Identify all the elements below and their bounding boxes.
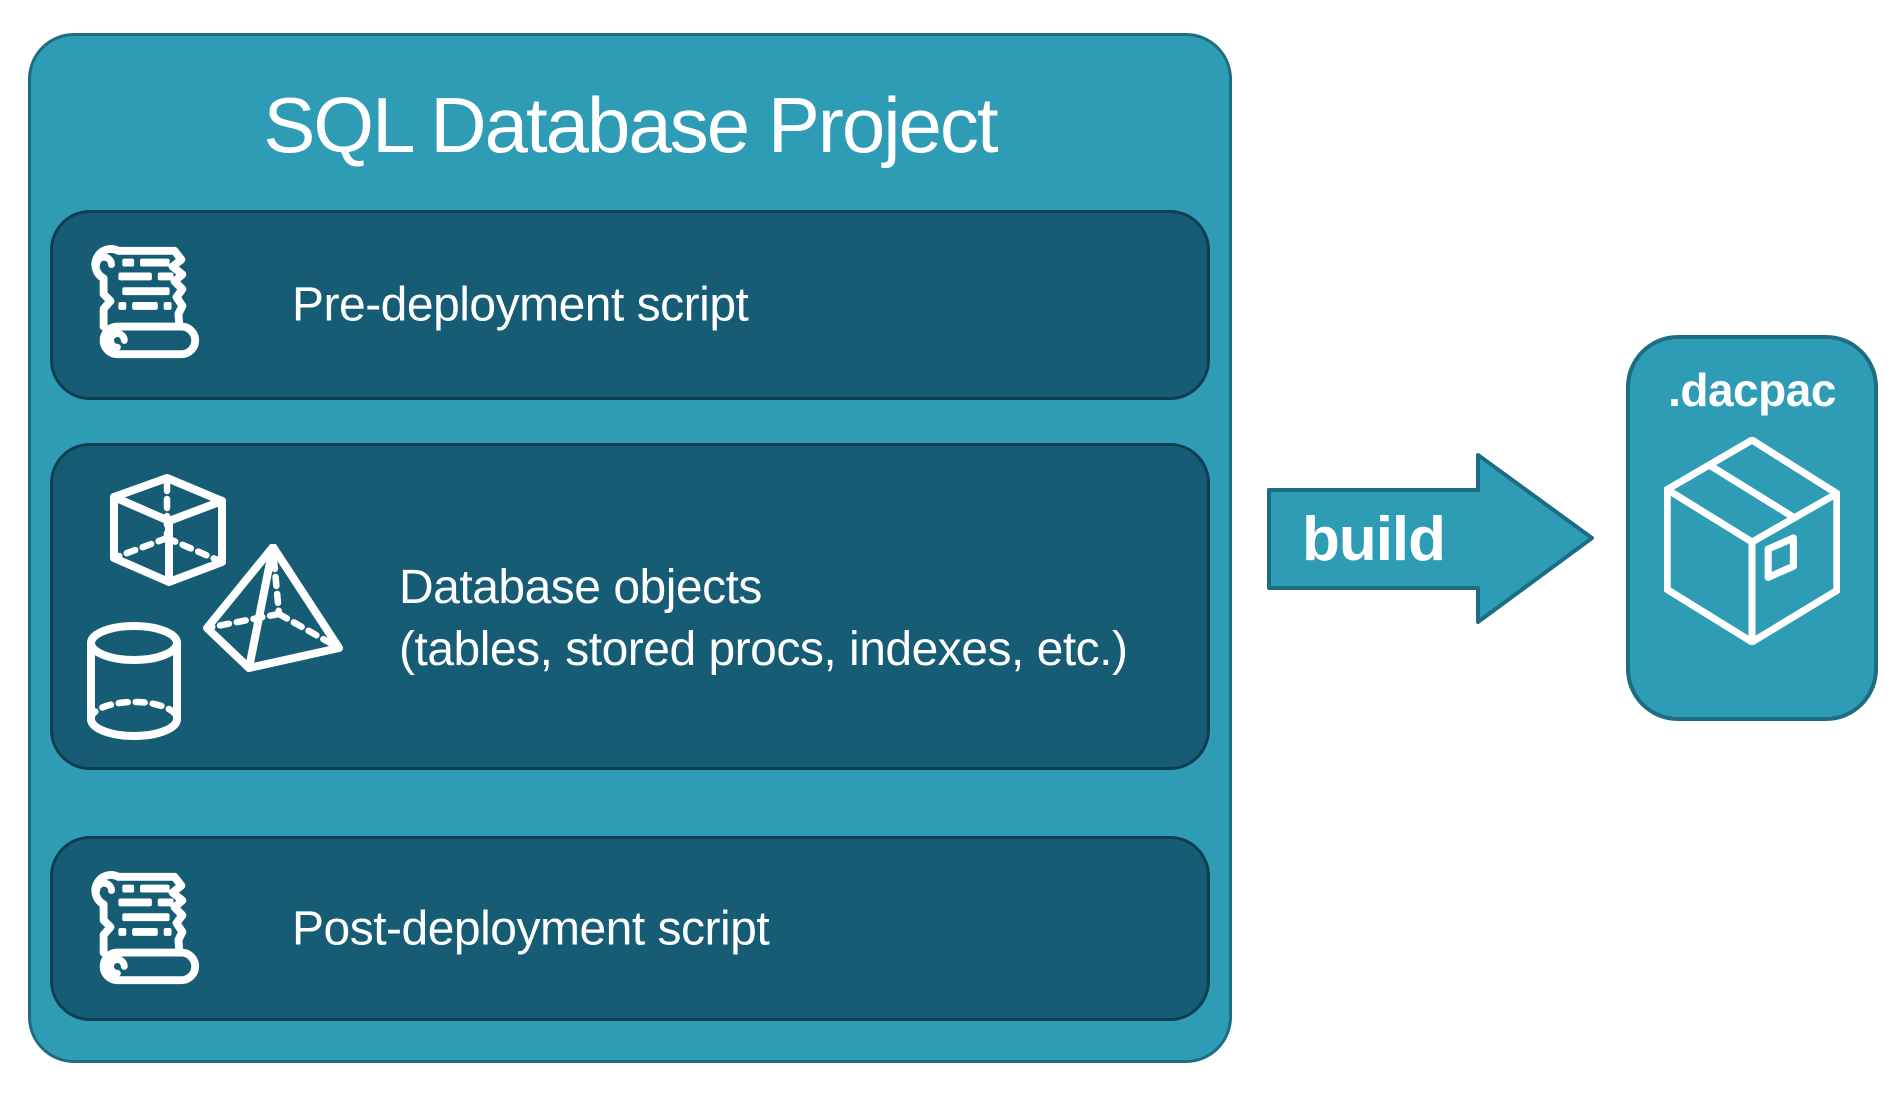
database-objects-box: Database objects (tables, stored procs, … <box>50 443 1210 770</box>
dacpac-label: .dacpac <box>1668 364 1836 416</box>
scroll-icon <box>91 871 200 985</box>
build-arrow: build <box>1263 449 1603 629</box>
post-deployment-label: Post-deployment script <box>292 902 770 955</box>
cube-icon <box>110 474 226 586</box>
pre-deployment-label: Pre-deployment script <box>292 278 749 332</box>
dacpac-box: .dacpac <box>1626 335 1878 721</box>
database-objects-label: Database objects (tables, stored procs, … <box>399 557 1128 681</box>
pre-deployment-box: Pre-deployment script <box>50 210 1210 400</box>
cylinder-icon <box>87 622 181 740</box>
package-icon <box>1664 437 1840 645</box>
database-objects-subtitle: (tables, stored procs, indexes, etc.) <box>399 622 1128 676</box>
scroll-icon <box>91 245 200 359</box>
pyramid-icon <box>203 544 343 672</box>
arrow-right-icon <box>1267 453 1594 624</box>
build-label: build <box>1301 504 1446 574</box>
database-objects-title: Database objects <box>399 560 762 614</box>
sql-database-project-box: SQL Database Project Pre-deployment scri… <box>28 33 1232 1063</box>
project-title: SQL Database Project <box>263 81 998 169</box>
post-deployment-box: Post-deployment script <box>50 836 1210 1021</box>
